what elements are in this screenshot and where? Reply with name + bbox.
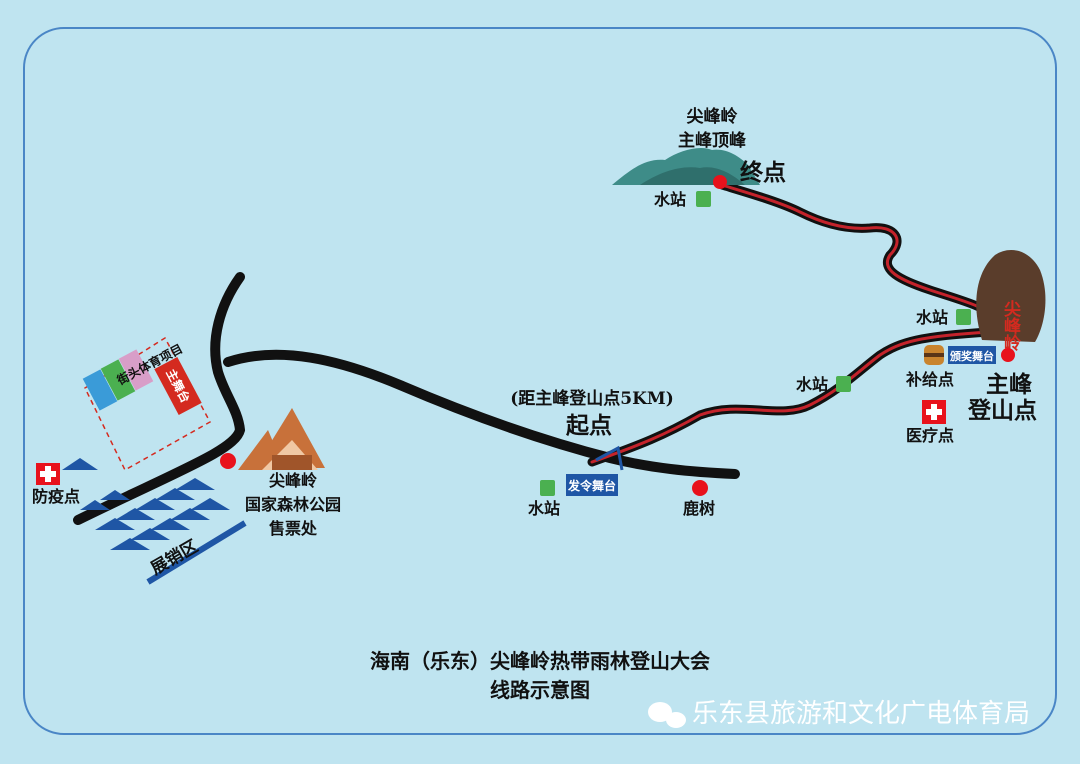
park-label-2: 国家森林公园 (245, 495, 341, 514)
start-stage-badge (566, 474, 618, 496)
main-peak-label-2: 登山点 (967, 397, 1037, 424)
main-peak-label-1: 主峰 (986, 371, 1033, 398)
summit-name-1: 尖峰岭 (687, 106, 738, 127)
map-frame (23, 27, 1057, 735)
park-lodge-icon (238, 408, 325, 470)
roads (73, 272, 740, 525)
lushu-marker (692, 480, 708, 496)
lushu-label: 鹿树 (683, 499, 715, 518)
map-title-2: 线路示意图 (490, 678, 590, 702)
wechat-icon (648, 702, 686, 728)
finish-label: 终点 (740, 159, 786, 186)
finish-marker (713, 175, 727, 189)
park-label-3: 售票处 (269, 519, 318, 538)
water-label-start: 水站 (528, 499, 560, 518)
expo-tents (80, 478, 230, 550)
summit-name-2: 主峰顶峰 (678, 130, 747, 151)
start-note: (距主峰登山点5KM) (510, 388, 674, 409)
start-flag-icon (595, 445, 624, 471)
markers (220, 175, 1015, 496)
water-label-mid: 水站 (796, 375, 828, 394)
water-icons (540, 191, 971, 496)
rock-text: 尖峰岭 (1000, 299, 1021, 352)
epidemic-label: 防疫点 (32, 487, 80, 506)
park-marker (220, 453, 236, 469)
medical-label: 医疗点 (906, 426, 954, 445)
supply-icon (924, 345, 944, 365)
supply-label: 补给点 (905, 370, 954, 389)
water-label-peak: 水站 (916, 308, 948, 327)
start-label: 起点 (566, 412, 612, 439)
award-stage-badge (948, 346, 996, 364)
water-label-summit: 水站 (654, 190, 686, 209)
map-title-1: 海南（乐东）尖峰岭热带雨林登山大会 (370, 649, 710, 673)
park-label-1: 尖峰岭 (269, 471, 317, 490)
watermark: 乐东县旅游和文化广电体育局 (692, 699, 1030, 729)
main-peak-marker (1001, 348, 1015, 362)
epidemic-icon (36, 458, 98, 485)
rock-icon: 尖峰岭 (976, 250, 1046, 352)
award-stage-label: 颁奖舞台 (950, 349, 994, 363)
event-area (84, 336, 212, 472)
medical-icon (922, 400, 946, 424)
start-stage-label: 发令舞台 (567, 478, 616, 493)
expo-bar (146, 520, 247, 585)
